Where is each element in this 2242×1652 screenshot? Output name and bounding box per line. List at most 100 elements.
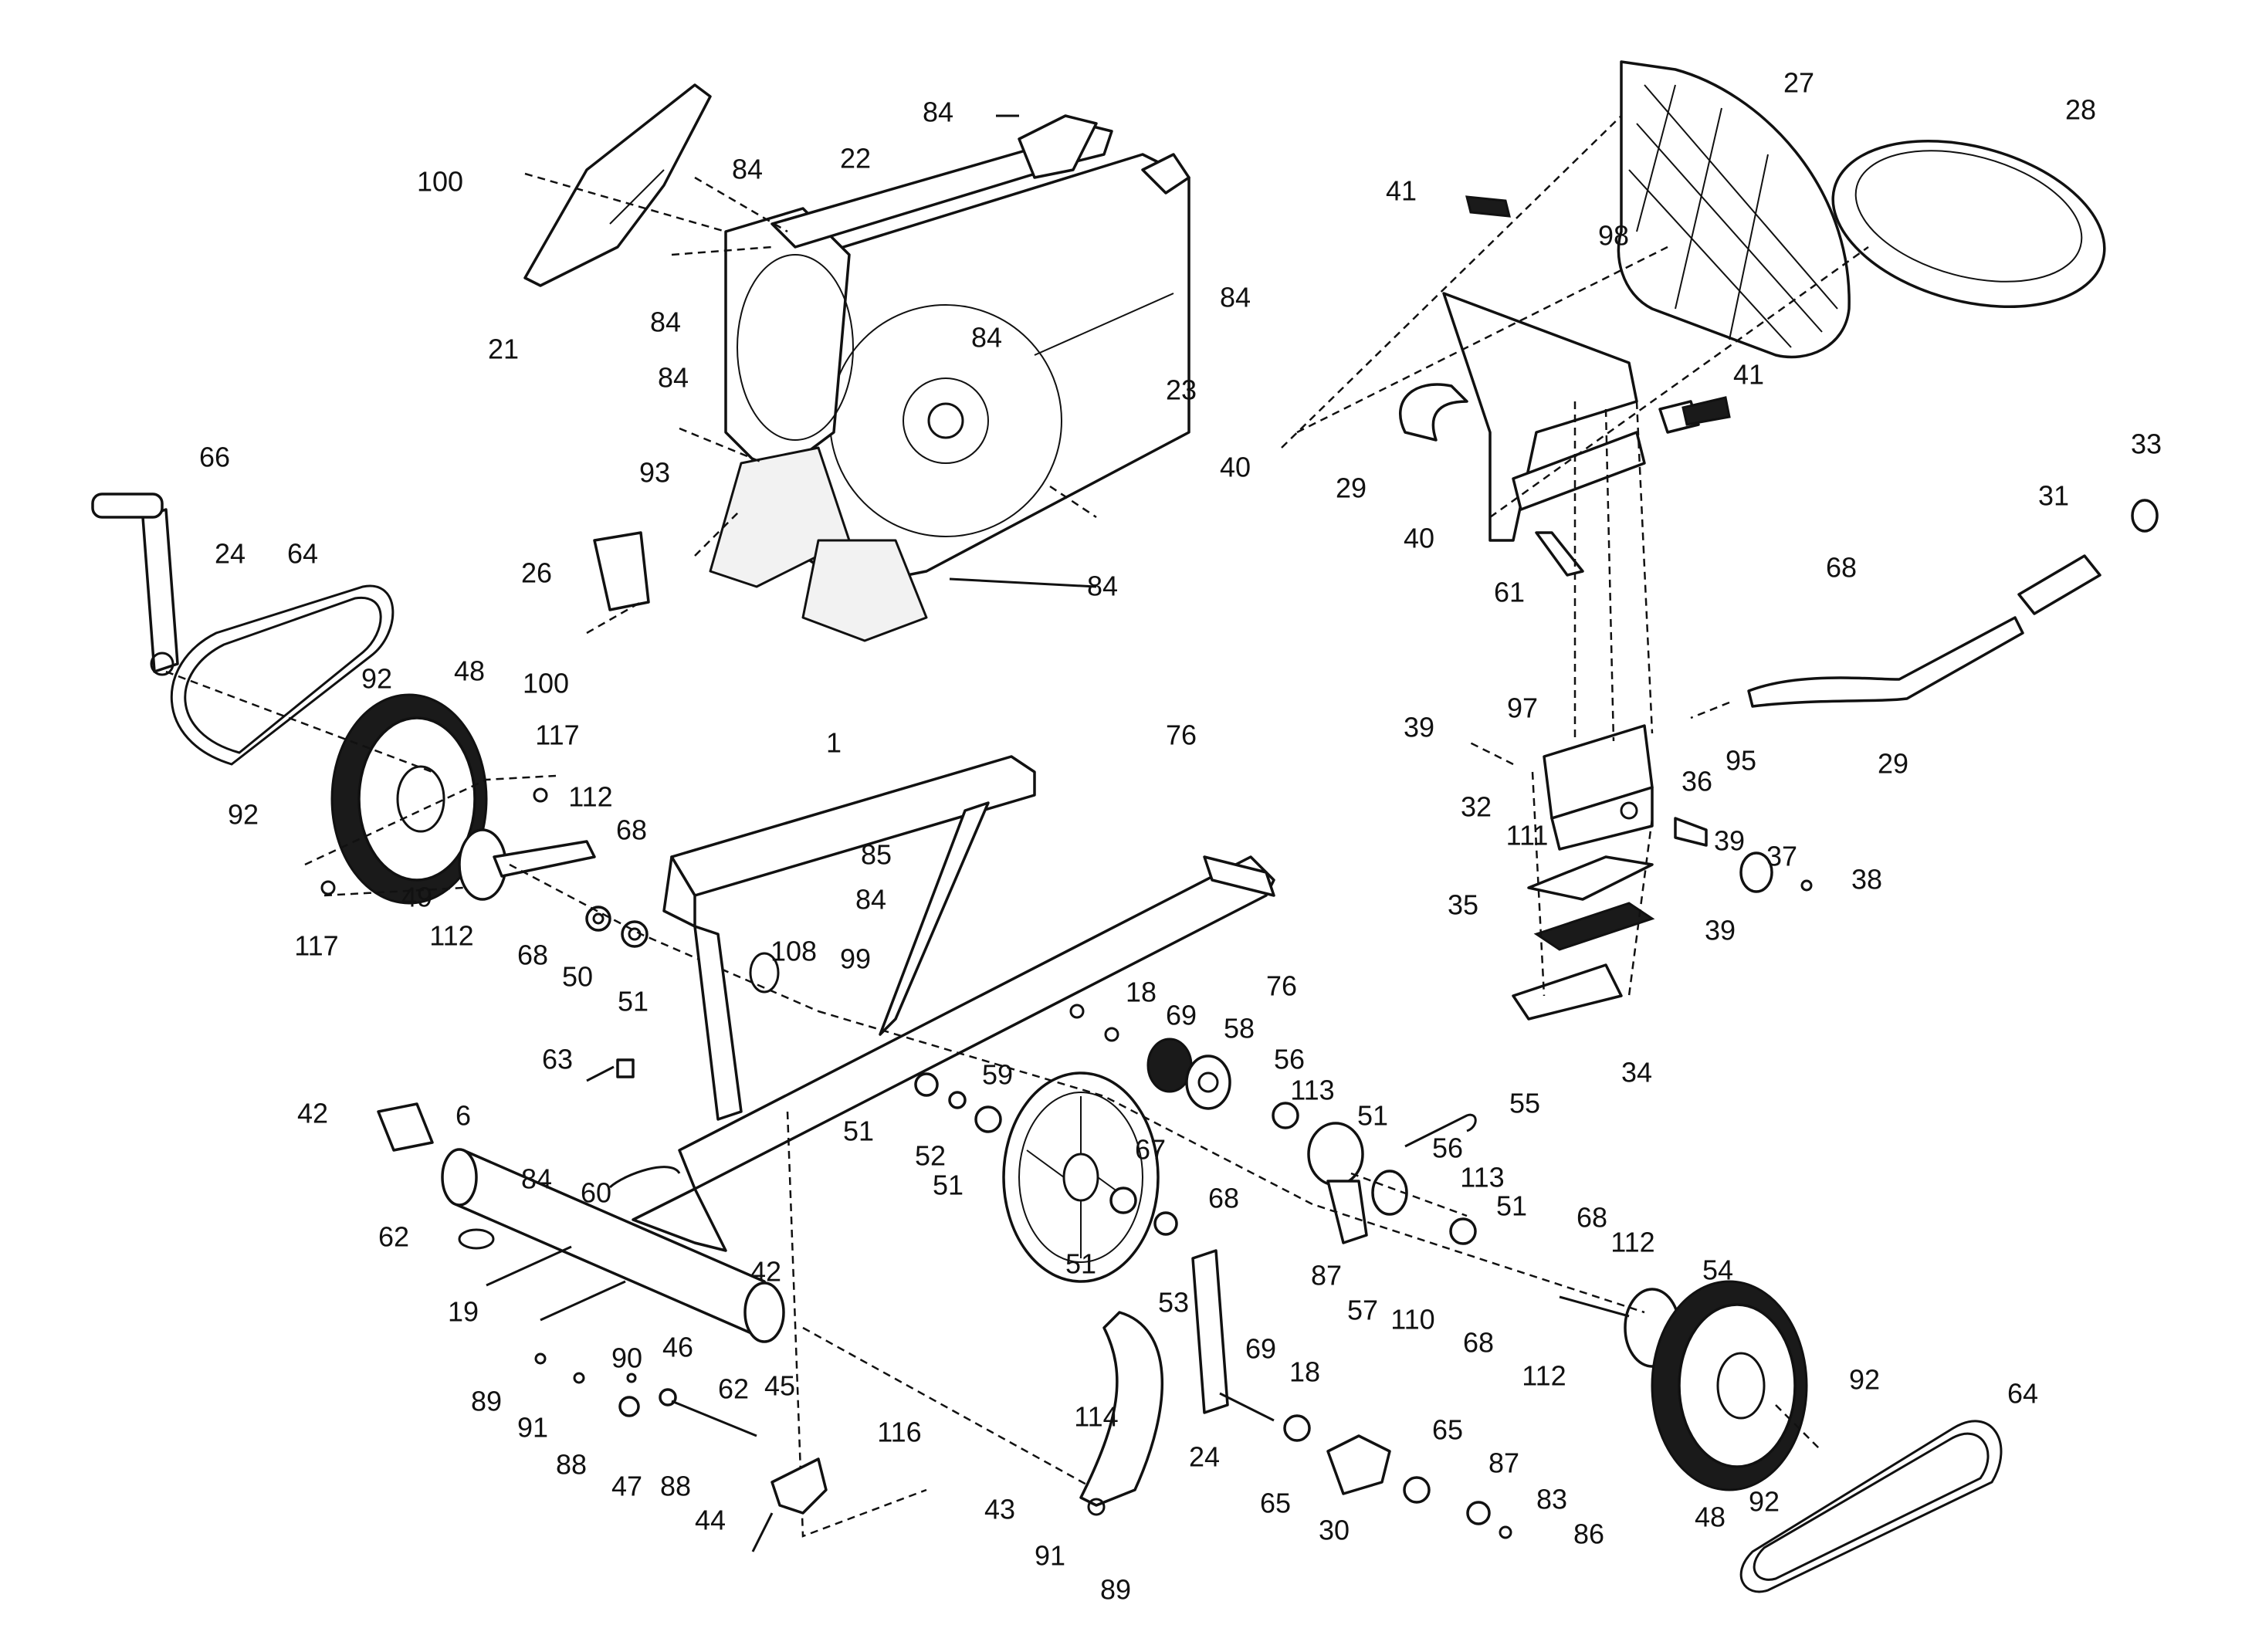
part-label-28: 28 [2065,94,2096,126]
bearings-center [914,1004,1477,1245]
main-frame-1 [632,755,1275,1252]
part-label-22: 22 [840,143,871,174]
part-label-58: 58 [1224,1013,1255,1044]
part-label-37: 37 [1766,841,1797,872]
part-label-51: 51 [1496,1190,1527,1222]
part-label-83: 83 [1536,1484,1567,1515]
part-label-100: 100 [417,166,463,198]
part-label-40: 40 [1220,452,1251,483]
part-label-49: 49 [401,882,432,913]
dashed-leaders-shroud [524,114,1097,635]
part-label-29: 29 [1878,748,1908,780]
part-label-36: 36 [1682,766,1712,797]
part-label-69: 69 [1166,1000,1197,1031]
part-label-92: 92 [361,663,392,695]
part-label-23: 23 [1166,374,1197,406]
flywheel-59 [1002,1071,1160,1283]
part-label-92: 92 [228,799,259,831]
part-label-88: 88 [556,1449,587,1481]
part-label-62: 62 [718,1373,749,1405]
part-label-24: 24 [215,538,246,570]
seat-frame-29 [1399,292,1700,577]
part-label-84: 84 [732,154,763,185]
part-label-42: 42 [750,1256,781,1288]
front-shroud [709,207,928,642]
part-label-93: 93 [639,457,670,489]
part-label-68: 68 [1577,1202,1607,1234]
part-label-84: 84 [650,306,681,338]
part-label-84: 84 [1087,570,1118,602]
part-label-51: 51 [618,986,649,1017]
part-label-54: 54 [1702,1254,1733,1286]
side-cover-21 [523,83,712,287]
part-label-84: 84 [923,96,953,128]
part-label-48: 48 [454,655,485,687]
part-label-112: 112 [568,781,612,813]
part-label-39: 39 [1705,915,1736,946]
part-label-46: 46 [662,1332,693,1363]
handle-grips-41 [1465,195,1731,426]
part-label-66: 66 [199,442,230,473]
part-label-112: 112 [1610,1227,1654,1258]
part-label-111: 111 [1506,820,1549,851]
part-label-91: 91 [517,1412,548,1444]
part-label-43: 43 [984,1494,1015,1525]
part-label-51: 51 [1357,1100,1388,1132]
part-label-6: 6 [456,1100,471,1132]
part-label-56: 56 [1274,1044,1305,1075]
part-label-62: 62 [378,1221,409,1253]
part-label-113: 113 [1290,1075,1334,1106]
handlebar-29-right [1747,499,2159,708]
part-label-48: 48 [1695,1501,1726,1533]
part-label-112: 112 [429,920,473,952]
part-label-113: 113 [1460,1162,1504,1193]
part-label-39: 39 [1714,825,1745,857]
part-label-57: 57 [1347,1295,1378,1326]
pulley-48-left [330,693,488,905]
part-label-51: 51 [1065,1248,1096,1280]
part-label-39: 39 [1404,712,1434,743]
part-label-95: 95 [1726,745,1756,777]
dashed-leaders-center [786,1010,1823,1538]
belt-64-right [1739,1420,2003,1593]
part-label-35: 35 [1448,889,1478,921]
sensor-60-63 [586,1058,681,1189]
seat-back-27 [1617,60,1851,359]
part-label-92: 92 [1849,1364,1880,1396]
dashed-leaders-seat [1281,115,1869,997]
part-label-27: 27 [1783,67,1814,99]
part-label-112: 112 [1522,1360,1566,1392]
part-label-68: 68 [1826,552,1857,584]
part-label-40: 40 [1404,523,1434,554]
part-label-47: 47 [611,1471,642,1502]
cable-45-46-47 [534,1352,757,1437]
part-label-97: 97 [1507,692,1538,724]
part-label-116: 116 [877,1417,921,1448]
part-label-64: 64 [287,538,318,570]
part-label-76: 76 [1266,970,1297,1002]
pulley-58 [1146,1038,1231,1110]
rear-stabilizer-6 [377,1102,785,1343]
part-label-18: 18 [1126,977,1157,1008]
seat-cushion-28 [1831,140,2106,308]
part-label-50: 50 [562,961,593,993]
part-label-60: 60 [581,1177,611,1209]
part-label-89: 89 [1100,1574,1131,1606]
part-label-21: 21 [488,333,519,365]
part-label-117: 117 [294,930,338,962]
part-label-84: 84 [1220,282,1251,313]
part-label-55: 55 [1509,1088,1540,1119]
part-label-88: 88 [660,1471,691,1502]
part-label-31: 31 [2038,480,2069,512]
part-label-68: 68 [616,814,647,846]
part-label-18: 18 [1289,1356,1320,1388]
part-label-29: 29 [1336,472,1367,504]
part-label-51: 51 [843,1115,874,1147]
part-label-41: 41 [1386,175,1417,207]
part-label-51: 51 [933,1170,964,1201]
part-label-34: 34 [1621,1057,1652,1088]
seat-slider-32 [1543,724,1654,851]
part-label-68: 68 [517,939,548,971]
part-label-33: 33 [2131,428,2162,460]
part-label-32: 32 [1461,791,1492,823]
